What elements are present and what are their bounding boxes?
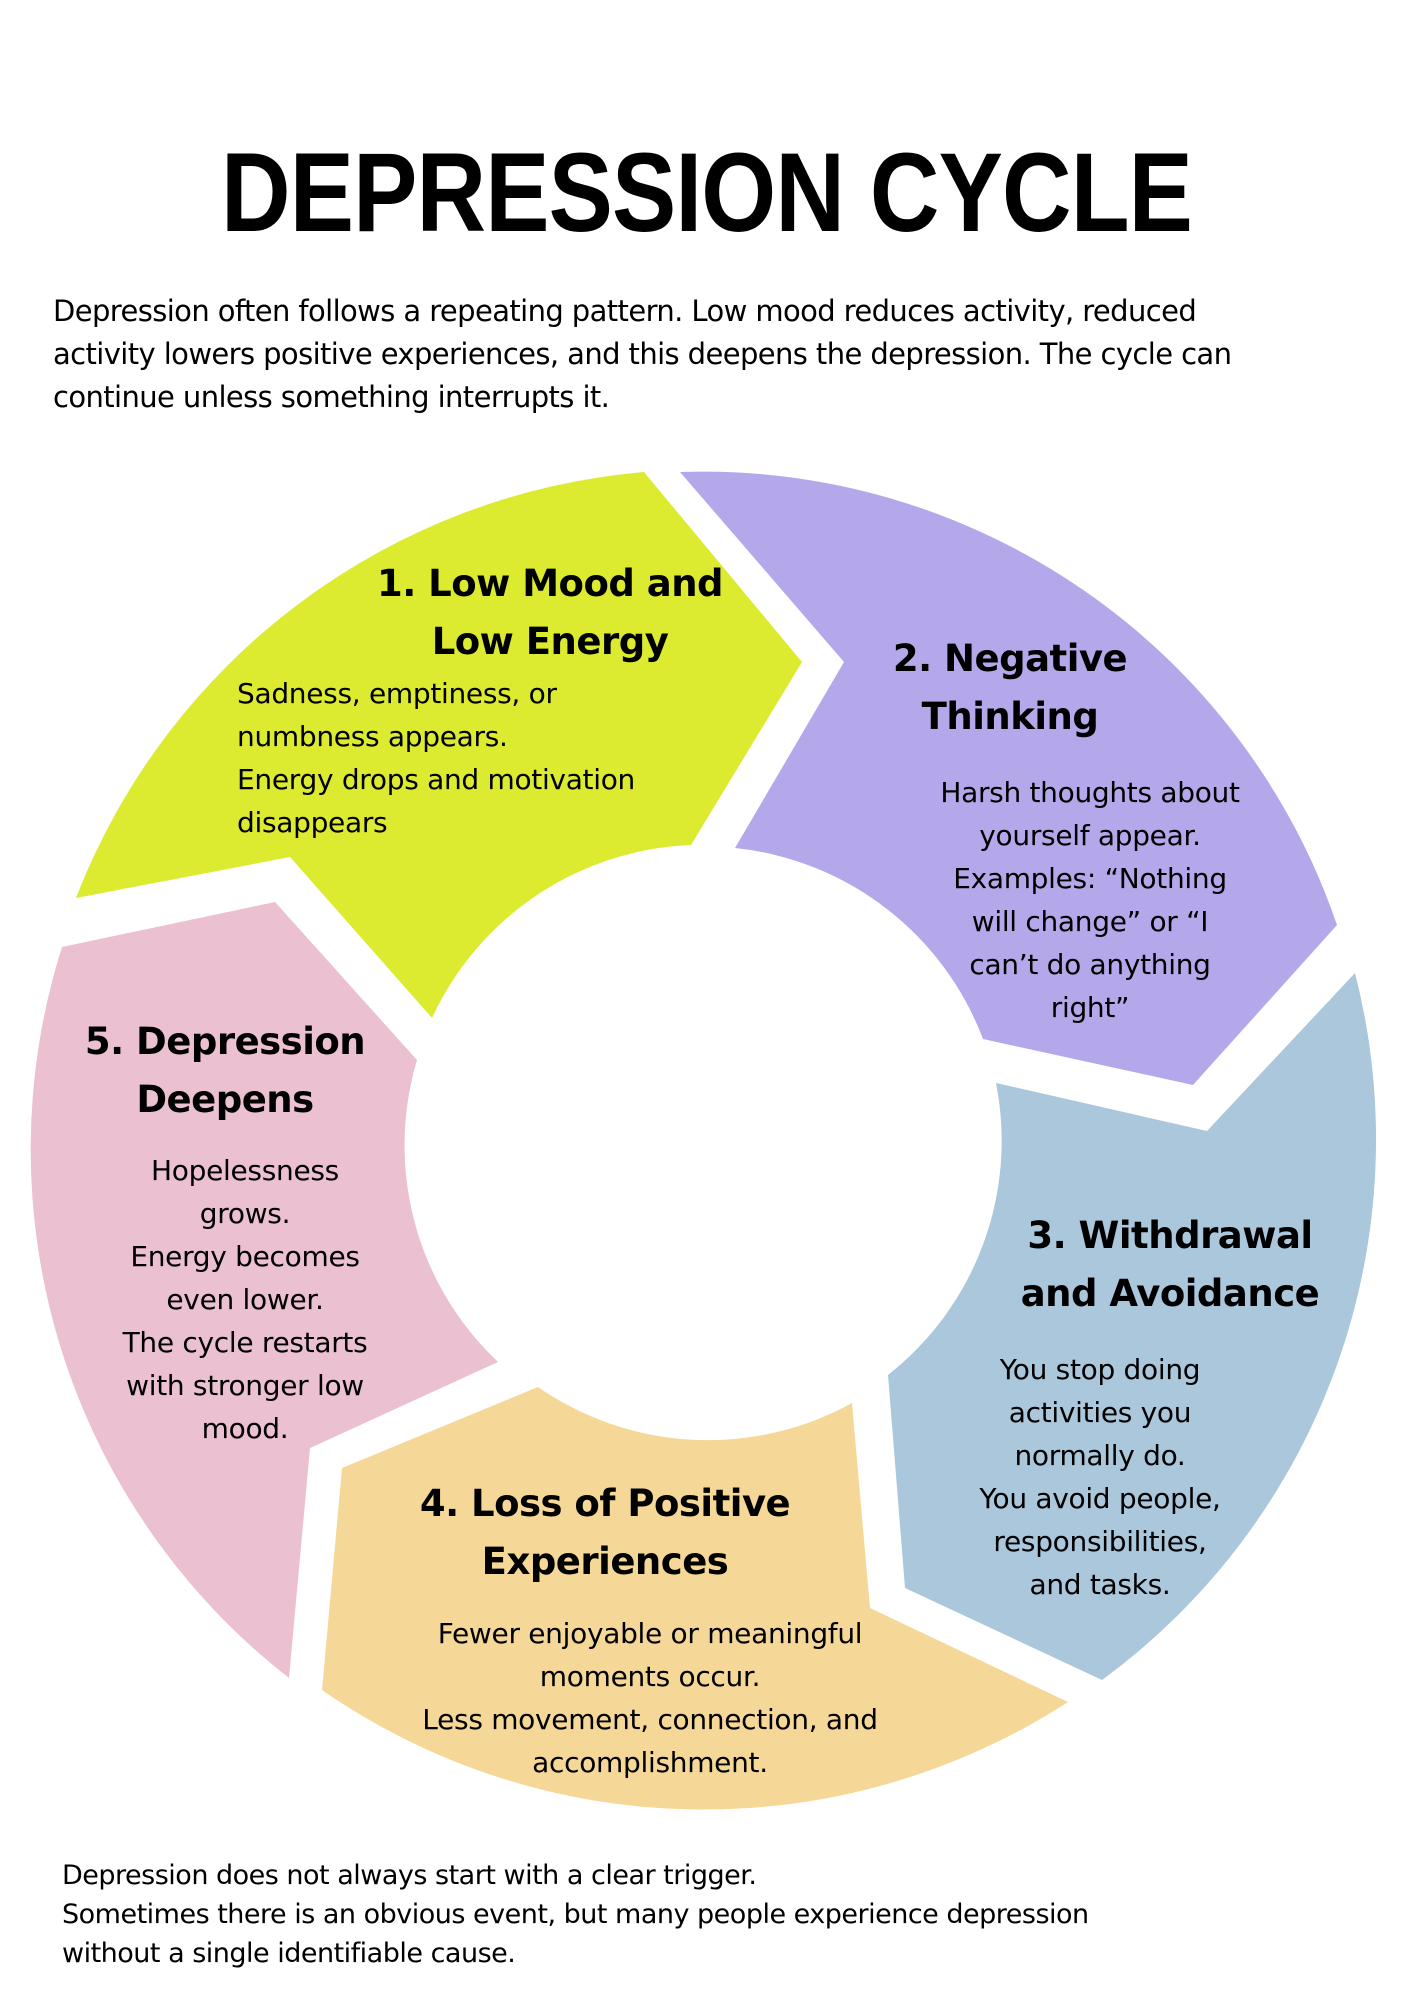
body-line: Hopelessness [151, 1154, 339, 1187]
body-line: numbness appears. [237, 720, 508, 753]
body-line: The cycle restarts [122, 1326, 368, 1359]
segment-body-low-mood: Sadness, emptiness, or numbness appears.… [237, 672, 717, 844]
footer-note: Depression does not always start with a … [62, 1856, 1362, 1973]
body-line: You avoid people, [979, 1482, 1221, 1515]
body-line: Harsh thoughts about [940, 776, 1240, 809]
segment-title-low-mood: 1. Low Mood and Low Energy [340, 555, 760, 671]
body-line: will change” or “I [971, 905, 1209, 938]
body-line: Fewer enjoyable or meaningful [437, 1617, 863, 1650]
title-line: 1. Low Mood and [376, 562, 724, 605]
body-line: accomplishment. [532, 1746, 768, 1779]
body-line: right” [1050, 991, 1130, 1024]
segment-low-mood [76, 472, 802, 1018]
segment-body-loss-positive: Fewer enjoyable or meaningful moments oc… [360, 1612, 940, 1784]
footer-line: without a single identifiable cause. [62, 1938, 516, 1969]
body-line: Sadness, emptiness, or [237, 677, 557, 710]
segment-title-negative-thinking: 2. Negative Thinking [860, 630, 1160, 746]
segment-title-withdrawal: 3. Withdrawal and Avoidance [990, 1207, 1350, 1323]
segment-body-negative-thinking: Harsh thoughts about yourself appear. Ex… [880, 771, 1300, 1029]
title-line: 3. Withdrawal [1027, 1214, 1313, 1257]
segment-title-depression-deepens: 5. Depression Deepens [70, 1013, 380, 1129]
body-line: even lower. [166, 1283, 324, 1316]
intro-paragraph: Depression often follows a repeating pat… [53, 290, 1393, 419]
body-line: disappears [237, 806, 388, 839]
intro-line: continue unless something interrupts it. [53, 380, 610, 414]
title-line: Experiences [481, 1540, 729, 1583]
title-line: 2. Negative [892, 637, 1128, 680]
segment-title-loss-positive: 4. Loss of Positive Experiences [380, 1475, 830, 1591]
segment-body-depression-deepens: Hopelessness grows. Energy becomes even … [80, 1149, 410, 1450]
body-line: Less movement, connection, and [422, 1703, 878, 1736]
intro-line: Depression often follows a repeating pat… [53, 294, 1197, 328]
title-line: 4. Loss of Positive [419, 1482, 791, 1525]
body-line: mood. [201, 1412, 289, 1445]
body-line: You stop doing [999, 1353, 1201, 1386]
body-line: Energy drops and motivation [237, 763, 635, 796]
body-line: activities you [1008, 1396, 1192, 1429]
title-line: Low Energy [431, 620, 669, 663]
body-line: Examples: “Nothing [953, 862, 1227, 895]
body-line: normally do. [1014, 1439, 1186, 1472]
segment-depression-deepens [30, 902, 499, 1678]
body-line: yourself appear. [979, 819, 1201, 852]
segment-negative-thinking [680, 471, 1337, 1085]
title-line: Deepens [136, 1078, 314, 1121]
body-line: with stronger low [126, 1369, 364, 1402]
body-line: grows. [199, 1197, 291, 1230]
body-line: Energy becomes [130, 1240, 360, 1273]
intro-line: activity lowers positive experiences, an… [53, 337, 1232, 371]
title-line: 5. Depression [84, 1020, 366, 1063]
body-line: responsibilities, [993, 1525, 1207, 1558]
footer-line: Depression does not always start with a … [62, 1860, 757, 1891]
title-line: and Avoidance [1020, 1272, 1320, 1315]
footer-line: Sometimes there is an obvious event, but… [62, 1899, 1089, 1930]
segment-body-withdrawal: You stop doing activities you normally d… [900, 1348, 1300, 1606]
body-line: can’t do anything [969, 948, 1211, 981]
body-line: and tasks. [1029, 1568, 1171, 1601]
title-line: Thinking [921, 695, 1099, 738]
page-title: DEPRESSION CYCLE [221, 130, 1193, 255]
segment-loss-positive [322, 1387, 1068, 1810]
segment-withdrawal [888, 973, 1377, 1680]
body-line: moments occur. [539, 1660, 761, 1693]
